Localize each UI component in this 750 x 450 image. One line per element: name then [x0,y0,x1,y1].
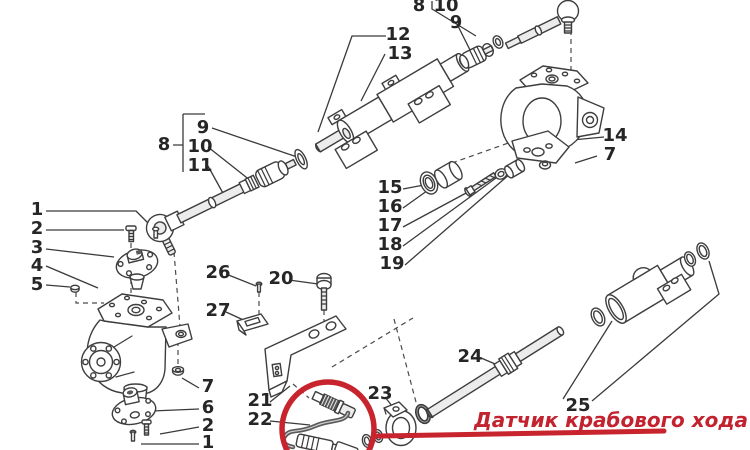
part-label-26: 26 [205,262,230,283]
part-label-7: 7 [604,144,617,165]
sensor-connector [295,433,341,450]
part-label-3: 3 [31,237,44,258]
annotation-text: Датчик крабового хода [473,408,748,432]
part-label-4: 4 [31,255,44,276]
part-label-15: 15 [377,177,402,198]
part-label-17: 17 [377,215,402,236]
tie-rod-left-assembly [145,148,308,256]
part-label-16: 16 [377,196,402,217]
knuckle-left-assembly [70,225,193,442]
part-label-20: 20 [268,268,293,289]
part-label-10: 10 [187,136,212,157]
part-label-24: 24 [457,346,482,367]
part-label-7: 7 [202,376,215,397]
cylinder-right-group [605,242,710,324]
part-label-1: 1 [202,432,215,450]
part-label-1: 1 [31,199,44,220]
part-label-8: 8 [158,134,171,155]
part-label-13: 13 [387,43,412,64]
seal-ring-15 [419,171,439,195]
part-label-18: 18 [377,234,402,255]
tie-rod-right-assembly [459,0,580,69]
rod-o-ring [590,307,606,327]
part-label-23: 23 [367,383,392,404]
part-label-2: 2 [202,415,215,436]
knuckle-housing-right [500,65,605,170]
part-label-9: 9 [197,117,210,138]
piston-rod-group [425,326,565,419]
highlight-circle [279,379,377,450]
nut-18 [494,168,508,180]
sensor-bracket-group [236,272,347,398]
part-label-12: 12 [385,24,410,45]
part-label-8: 8 [413,0,426,16]
steering-cylinder-top [315,52,470,170]
part-label-10: 10 [433,0,458,16]
part-label-27: 27 [205,300,230,321]
bushing-16 [433,160,463,189]
bolt-17 [464,172,497,197]
part-label-9: 9 [450,12,463,33]
highlight-overlay: Датчик крабового хода [279,379,748,450]
part-label-14: 14 [602,125,627,146]
part-label-19: 19 [379,253,404,274]
part-label-22: 22 [247,409,272,430]
part-label-25: 25 [565,395,590,416]
pivot-parts-row [419,158,526,197]
part-label-11: 11 [187,155,212,176]
part-label-2: 2 [31,218,44,239]
part-label-6: 6 [202,397,215,418]
part-label-21: 21 [247,390,272,411]
annotation-underline [375,428,667,439]
part-label-5: 5 [31,274,44,295]
bushing-19 [504,158,526,179]
